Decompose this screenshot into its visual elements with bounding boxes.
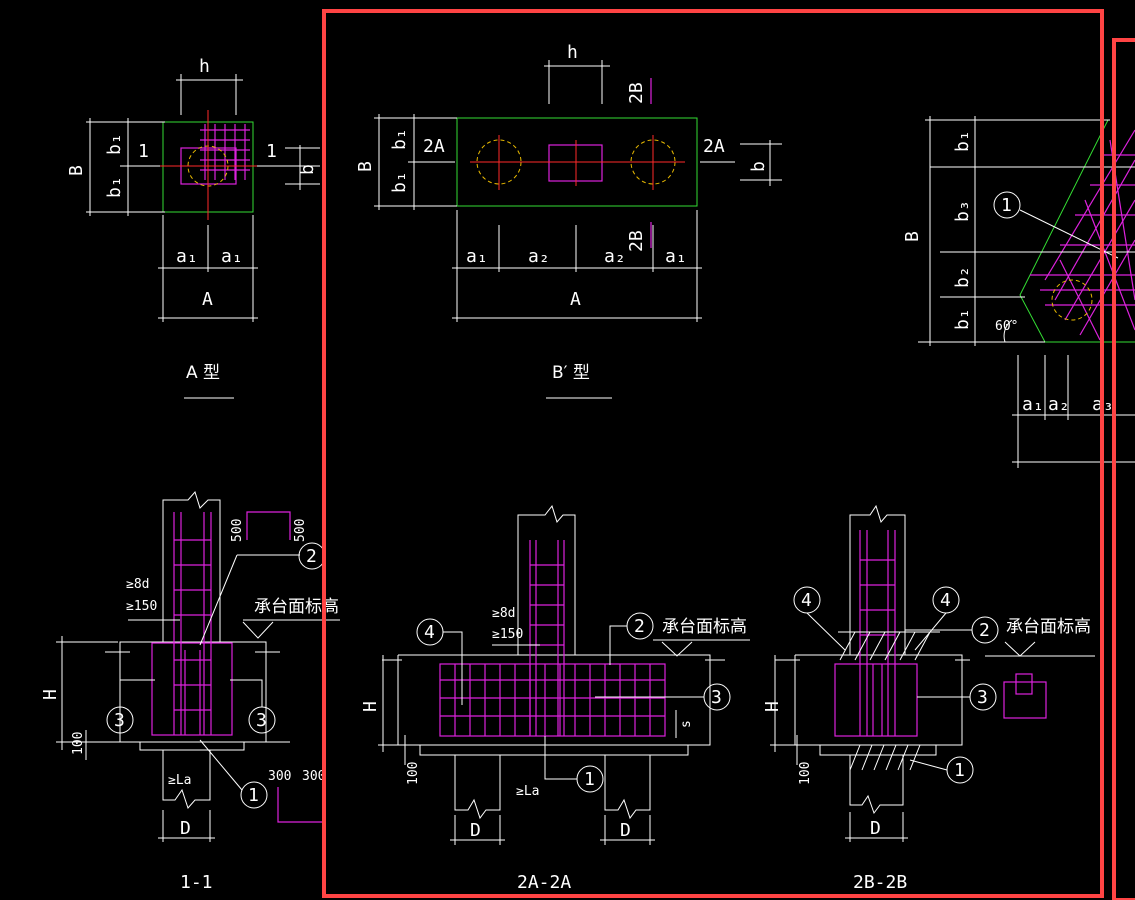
note-150-1-1: ≥150 xyxy=(126,599,157,614)
note-150-2a: ≥150 xyxy=(492,627,523,642)
dim-100-2b: 100 xyxy=(798,762,813,785)
plan-type-a: 1 1 h B b₁ b₁ b a₁ a₁ A A 型 xyxy=(66,56,320,399)
dim-a1-left-a: a₁ xyxy=(176,246,198,267)
dim-b2-c: b₂ xyxy=(952,266,973,288)
title-section-2b-2b: 2B-2B xyxy=(853,872,907,893)
dim-a1-c: a₁ xyxy=(1022,394,1044,415)
section-1-1: H 100 D ≥8d ≥150 ≥La 500 500 2 承台面标高 3 3… xyxy=(40,490,340,893)
dim-A-a: A xyxy=(202,289,213,310)
hatch-top-2b xyxy=(838,631,940,661)
dim-D-1-1: D xyxy=(180,818,191,839)
dim-500-right: 500 xyxy=(293,519,308,542)
svg-text:2: 2 xyxy=(979,620,990,641)
svg-text:3: 3 xyxy=(711,687,722,708)
dim-B-b: B xyxy=(355,161,376,172)
dim-a2-right-b: a₂ xyxy=(604,246,626,267)
dim-B-c: B xyxy=(902,231,923,242)
hatch-bottom-2b xyxy=(849,744,921,771)
dim-b3-c: b₃ xyxy=(952,200,973,222)
dim-500-left: 500 xyxy=(230,519,245,542)
svg-text:2: 2 xyxy=(306,546,317,567)
elevation-label-2a: 承台面标高 xyxy=(662,617,747,637)
cap-rebar-cage-1-1 xyxy=(151,642,233,736)
elevation-label-2b: 承台面标高 xyxy=(1006,617,1091,637)
svg-text:1: 1 xyxy=(954,760,965,781)
cap-footprint-c xyxy=(1019,119,1135,343)
section-mark-2a-right: 2A xyxy=(703,136,725,157)
svg-text:3: 3 xyxy=(256,710,267,731)
note-La-2a: ≥La xyxy=(516,784,539,799)
svg-text:2: 2 xyxy=(634,616,645,637)
dim-h-a: h xyxy=(199,56,210,77)
dim-b-b: b xyxy=(748,161,769,172)
title-section-1-1: 1-1 xyxy=(180,872,213,893)
dim-a1-right-a: a₁ xyxy=(221,246,243,267)
dim-a1-left-b: a₁ xyxy=(466,246,488,267)
dim-D-right-2a: D xyxy=(620,820,631,841)
column-rebar-1-1 xyxy=(173,512,212,735)
plan-type-c-partial: B b₁ b₃ b₂ b₁ 60° 1 a₁ a₂ a₃ xyxy=(902,116,1135,468)
note-La-1-1: ≥La xyxy=(168,773,191,788)
dim-H-2a: H xyxy=(360,701,381,712)
dim-b1-bottom-a: b₁ xyxy=(104,176,125,198)
detail-box-2b xyxy=(1003,681,1047,719)
dim-a2-c: a₂ xyxy=(1048,394,1070,415)
dim-300-right: 300 xyxy=(302,769,325,784)
dim-b1-top-c: b₁ xyxy=(952,130,973,152)
dim-A-b: A xyxy=(570,289,581,310)
rebar-grid-c xyxy=(1030,129,1135,341)
dim-s-2a: s xyxy=(679,720,694,728)
section-2b-2b: H 100 D 4 4 2 承台面标高 3 1 2B-2B xyxy=(762,504,1095,893)
note-8d-2a: ≥8d xyxy=(492,606,515,621)
callout-1-1-1 xyxy=(240,781,268,809)
dim-D-2b: D xyxy=(870,818,881,839)
dim-b1-bottom-c: b₁ xyxy=(952,308,973,330)
section-mark-1-right: 1 xyxy=(266,141,277,162)
dim-a2-left-b: a₂ xyxy=(528,246,550,267)
svg-text:1: 1 xyxy=(1001,195,1012,216)
section-mark-2b-top: 2B xyxy=(626,82,647,104)
svg-text:4: 4 xyxy=(940,590,951,611)
dim-100-1-1: 100 xyxy=(71,732,86,755)
svg-text:1: 1 xyxy=(584,769,595,790)
section-mark-2a-left: 2A xyxy=(423,136,445,157)
dim-H-2b: H xyxy=(762,701,783,712)
dim-D-left-2a: D xyxy=(470,820,481,841)
svg-text:4: 4 xyxy=(424,622,435,643)
title-section-2a-2a: 2A-2A xyxy=(517,872,571,893)
svg-text:4: 4 xyxy=(801,590,812,611)
cap-rebar-cage-2a xyxy=(439,663,666,737)
svg-text:1: 1 xyxy=(248,785,259,806)
cap-footprint-b xyxy=(456,117,698,207)
dim-B-a: B xyxy=(66,165,87,176)
elevation-label-1-1: 承台面标高 xyxy=(254,597,339,617)
dim-100-2a: 100 xyxy=(406,762,421,785)
section-mark-1-left: 1 xyxy=(138,141,149,162)
column-rebar-2b xyxy=(859,530,896,736)
svg-text:3: 3 xyxy=(114,710,125,731)
cap-rebar-cage-2b xyxy=(834,663,918,737)
dim-b1-bottom-b: b₁ xyxy=(389,171,410,193)
dim-b-a: b xyxy=(297,164,318,175)
dim-b1-top-b: b₁ xyxy=(389,128,410,150)
section-mark-2b-bottom: 2B xyxy=(626,230,647,252)
highlight-frame-right-edge xyxy=(1112,38,1135,900)
callout-1-c xyxy=(993,191,1021,219)
dim-a1-right-b: a₁ xyxy=(665,246,687,267)
svg-text:3: 3 xyxy=(977,687,988,708)
highlight-frame xyxy=(322,9,1104,898)
dim-H-1-1: H xyxy=(40,689,61,700)
section-2a-2a: H 100 D D ≥8d ≥150 ≥La s 4 2 承台面标高 3 1 2… xyxy=(360,504,750,893)
dim-b1-top-a: b₁ xyxy=(104,133,125,155)
dim-h-b: h xyxy=(567,42,578,63)
plan-type-b: 2A 2A 2B 2B h B b₁ b₁ b a₁ a₂ a₂ xyxy=(355,42,782,399)
title-plan-b: B′ 型 xyxy=(552,363,590,383)
note-8d-1-1: ≥8d xyxy=(126,577,149,592)
dim-300-left: 300 xyxy=(268,769,291,784)
title-plan-a: A 型 xyxy=(186,363,220,383)
column-rebar-2a xyxy=(529,540,565,736)
